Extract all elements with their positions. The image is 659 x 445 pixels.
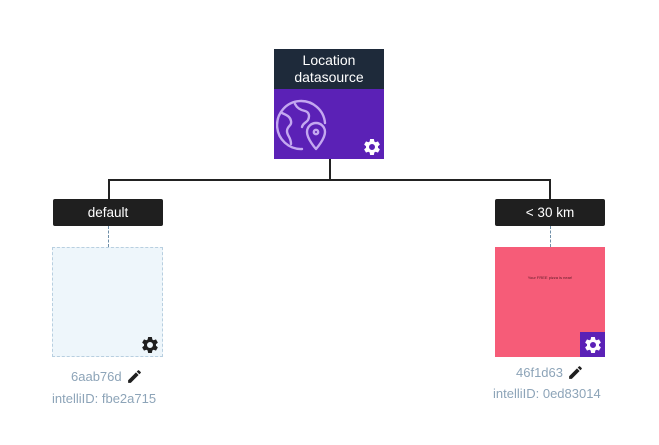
settings-button[interactable]	[580, 332, 605, 357]
card-id-default: 6aab76d	[71, 368, 143, 385]
connector-line-left-drop	[108, 179, 110, 200]
dashed-link-under-30km	[550, 226, 551, 247]
pencil-icon[interactable]	[126, 368, 143, 385]
connector-line-right-drop	[549, 179, 551, 200]
root-node-location-datasource[interactable]: Location datasource	[274, 49, 384, 159]
intelli-id-default: intelliID: fbe2a715	[52, 391, 157, 406]
dashed-link-default	[108, 226, 109, 247]
root-node-title-bar: Location datasource	[274, 49, 384, 89]
intelli-id-under-30km: intelliID: 0ed83014	[493, 386, 601, 401]
pencil-icon[interactable]	[567, 364, 584, 381]
gear-icon	[584, 336, 601, 353]
root-node-title: Location datasource	[294, 52, 364, 85]
gear-icon[interactable]	[362, 137, 382, 157]
card-id-under-30km: 46f1d63	[516, 364, 584, 381]
gear-icon[interactable]	[140, 335, 160, 355]
branch-label-default[interactable]: default	[53, 199, 163, 226]
globe-location-pin-icon	[276, 99, 327, 151]
connector-line-horizontal	[108, 179, 550, 181]
branch-label-under-30km[interactable]: < 30 km	[495, 199, 605, 226]
content-card-under-30km[interactable]: Your FREE pizza is near!	[495, 247, 605, 357]
content-card-default[interactable]	[52, 247, 163, 357]
connector-line-root-stem	[329, 159, 331, 179]
card-preview-text: Your FREE pizza is near!	[527, 275, 573, 280]
